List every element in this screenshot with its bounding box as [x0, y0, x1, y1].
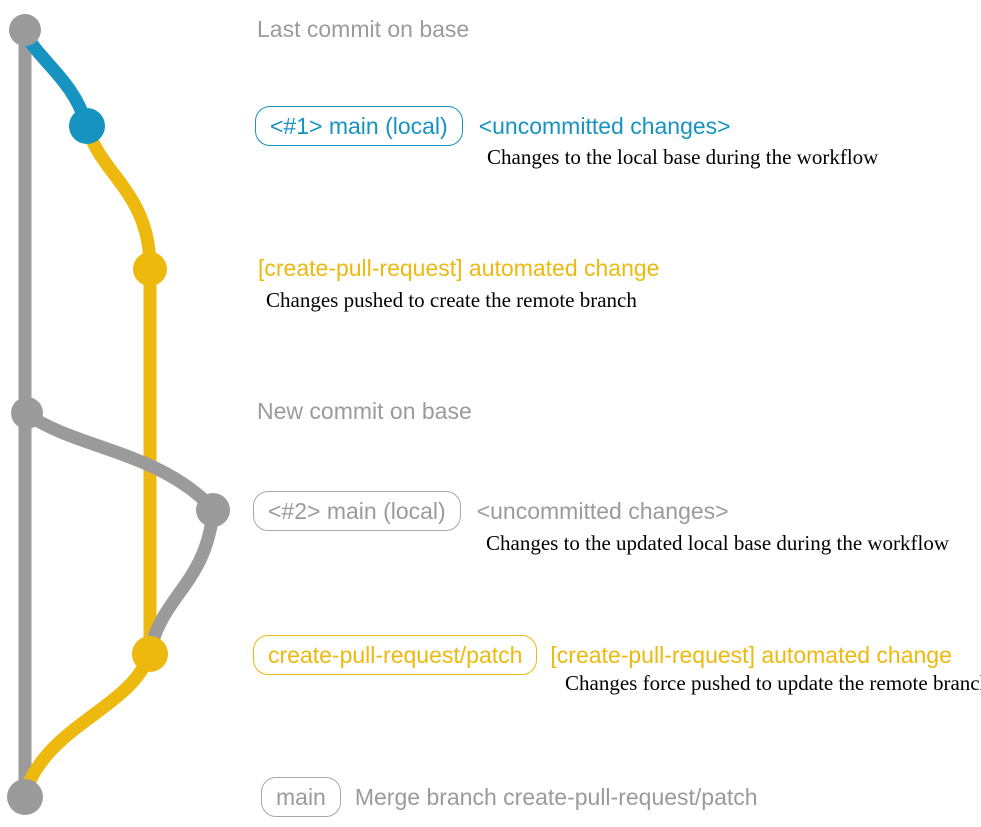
merge-commit-label: Merge branch create-pull-request/patch	[354, 783, 758, 810]
uncommitted-changes-heading-1: <uncommitted changes>	[478, 112, 731, 139]
row-main-local-1: <#1> main (local) <uncommitted changes>	[255, 106, 731, 146]
automated-change-desc-2: Changes force pushed to update the remot…	[565, 671, 981, 695]
commit-node-automated-change-2	[132, 636, 168, 672]
local-main-branch-line-2	[20, 407, 219, 515]
uncommitted-changes-desc-1: Changes to the local base during the wor…	[487, 145, 879, 169]
commit-node-automated-change-1	[133, 252, 167, 286]
commit-node-uncommitted-changes-1	[69, 108, 105, 144]
new-commit-label: New commit on base	[257, 397, 472, 424]
branch-badge-main-local-1: <#1> main (local)	[255, 106, 463, 146]
branch-badge-main: main	[261, 777, 341, 817]
automated-change-heading-2: [create-pull-request] automated change	[550, 641, 952, 668]
row-new-commit: New commit on base	[257, 391, 472, 431]
patch-branch-line-top	[80, 119, 157, 275]
merge-line	[19, 648, 156, 797]
row-last-commit: Last commit on base	[257, 9, 469, 49]
automated-change-desc-1: Changes pushed to create the remote bran…	[266, 288, 637, 312]
uncommitted-changes-heading-2: <uncommitted changes>	[476, 497, 729, 524]
branch-badge-main-local-2: <#2> main (local)	[253, 491, 461, 531]
row-automated-change-2: create-pull-request/patch [create-pull-r…	[253, 635, 952, 675]
git-graph	[7, 14, 230, 815]
commit-node-uncommitted-changes-2	[196, 493, 230, 527]
branch-badge-patch: create-pull-request/patch	[253, 635, 538, 675]
row-main-local-2: <#2> main (local) <uncommitted changes>	[253, 491, 729, 531]
commit-node-new-commit-on-base	[11, 397, 43, 429]
automated-change-heading-1: [create-pull-request] automated change	[258, 254, 660, 281]
uncommitted-changes-desc-2: Changes to the updated local base during…	[486, 531, 950, 555]
row-automated-change-1: [create-pull-request] automated change	[258, 248, 659, 288]
local-main-branch-line-1	[18, 25, 93, 131]
row-merge: main Merge branch create-pull-request/pa…	[261, 777, 758, 817]
rebase-line	[144, 505, 220, 655]
commit-node-last-commit-on-base	[9, 14, 41, 46]
commit-node-merge-commit	[7, 779, 43, 815]
last-commit-label: Last commit on base	[257, 15, 470, 42]
